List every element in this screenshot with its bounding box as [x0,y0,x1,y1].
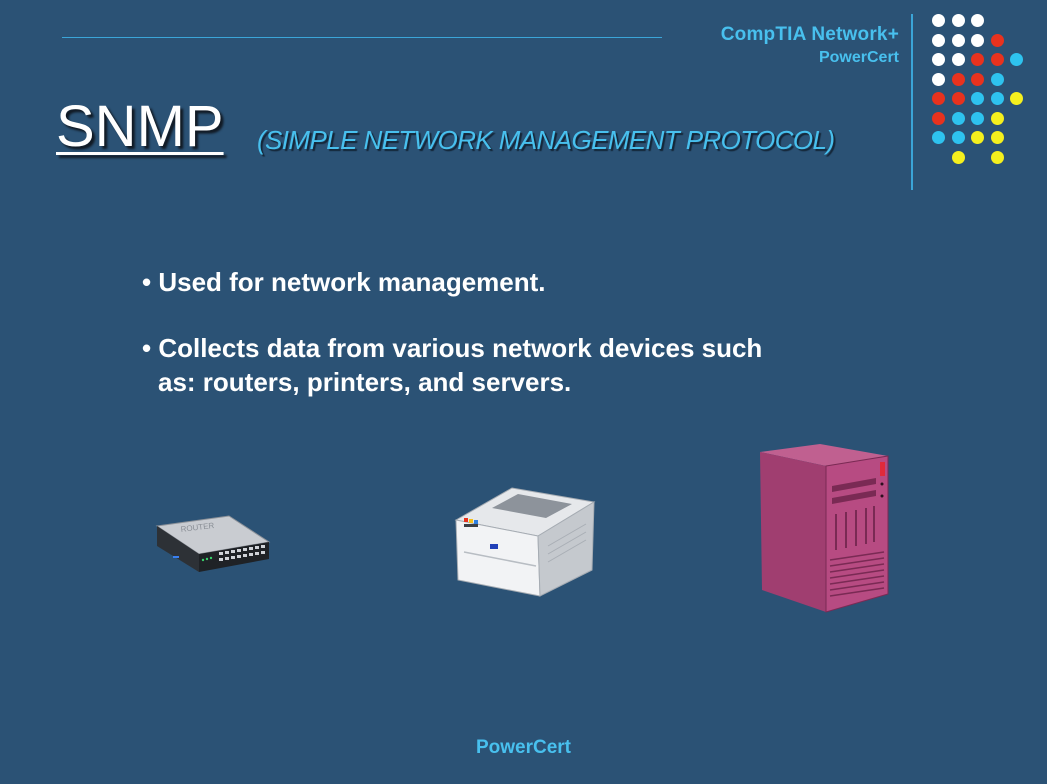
decorative-dot [971,92,984,105]
decorative-dot [971,131,984,144]
decorative-dot [932,92,945,105]
decorative-dot [990,150,1004,164]
decorative-dot [932,14,945,27]
decorative-dot [990,92,1004,105]
decorative-dot [951,14,965,27]
decorative-dot [971,53,984,66]
decorative-dot [932,53,945,66]
decorative-dot [971,14,984,27]
decorative-dot [951,131,965,144]
decorative-dot [932,72,945,86]
decorative-dot [951,92,965,105]
decorative-dot [990,111,1004,125]
decorative-dot [951,150,965,164]
printer-icon [454,487,596,597]
bullet-text: • Collects data from various network dev… [142,333,763,363]
decorative-dot [951,33,965,47]
footer-brand: PowerCert [475,737,572,758]
decorative-dot [990,131,1004,144]
router-label: ROUTER [180,521,215,534]
decorative-dot [971,72,984,86]
decorative-dot [951,53,965,66]
decorative-dot [990,72,1004,86]
decorative-dot [951,111,965,125]
bullet-text: • Used for network management. [142,267,546,297]
bullet-text-continuation: as: routers, printers, and servers. [158,367,572,397]
bullet-item: • Collects data from various network dev… [142,331,902,399]
decorative-dot [932,111,945,125]
decorative-dot [971,111,984,125]
decorative-dot [1010,92,1023,105]
router-icon: ROUTER [155,515,271,572]
decorative-dot [990,53,1004,66]
decorative-dot [990,33,1004,47]
slide-subtitle: (SIMPLE NETWORK MANAGEMENT PROTOCOL) [257,125,835,155]
decorative-dot [971,33,984,47]
decorative-dot-grid [932,14,1032,174]
slide-title: SNMP [56,94,224,159]
decorative-dot [1010,53,1023,66]
header-vertical-rule [911,14,913,190]
server-icon [760,444,889,613]
bullet-item: • Used for network management. [142,265,902,299]
decorative-dot [932,131,945,144]
decorative-dot [932,33,945,47]
header-rule [62,37,662,38]
brand-title: CompTIA Network+ [720,24,899,45]
decorative-dot [951,72,965,86]
brand-subtitle: PowerCert [818,49,899,66]
bullet-list: • Used for network management. • Collect… [142,265,902,431]
